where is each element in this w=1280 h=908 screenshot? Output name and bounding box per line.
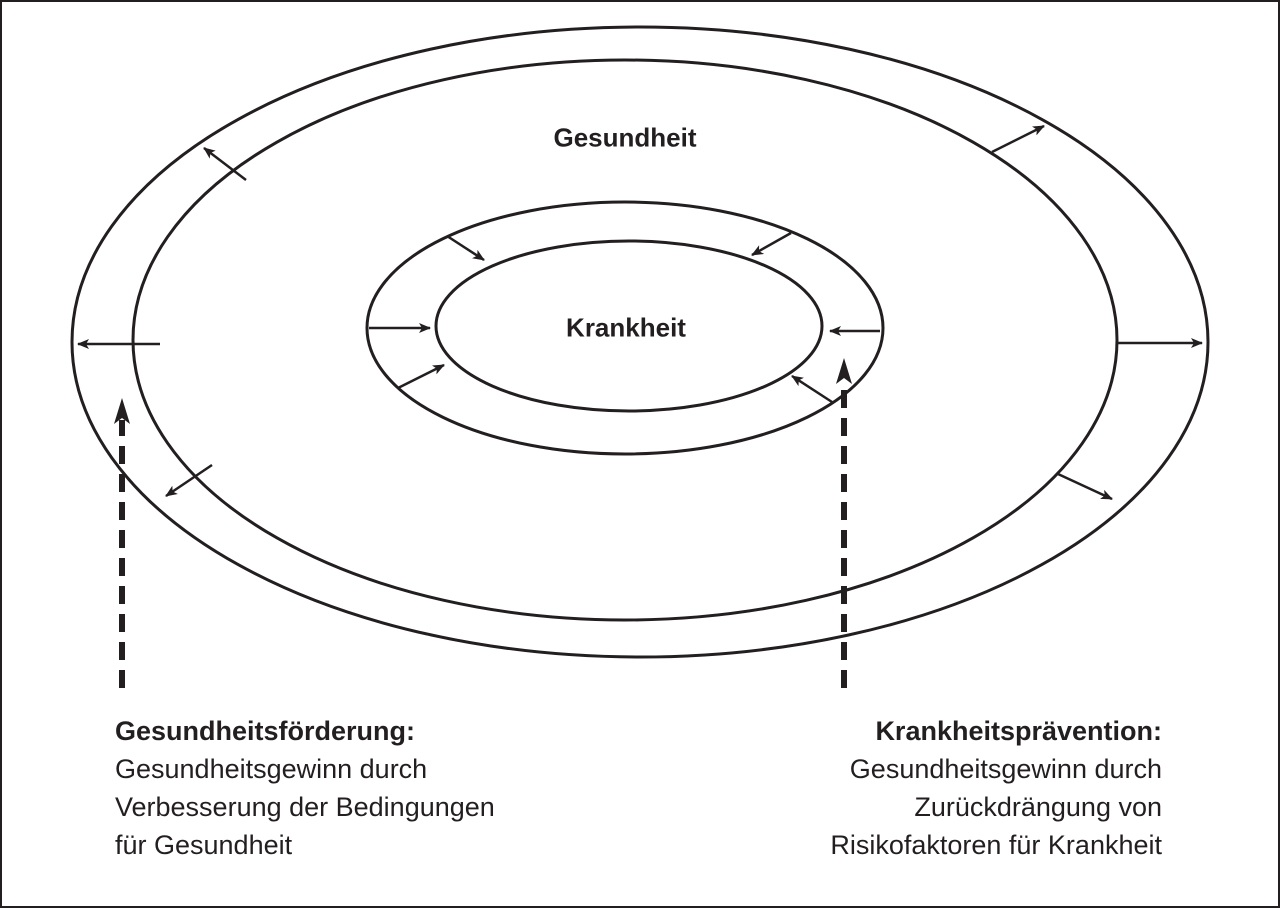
arrow-outward-upper-left [203,147,247,181]
caption-health-promotion: Gesundheitsförderung: Gesundheitsgewinn … [115,712,495,864]
disease-outer-ellipse [365,200,885,456]
arrow-outward-lower-right [1057,472,1113,501]
caption-disease-prevention: Krankheitsprävention: Gesundheitsgewinn … [830,712,1162,864]
disease-core-ellipse [434,239,824,413]
arrow-inward-upper-left [446,234,485,262]
arrow-inward-upper-right [751,231,792,257]
outward-arrows [77,124,1203,501]
arrow-inward-lower-right [791,374,833,404]
arrowhead-health-promotion [114,398,130,424]
arrow-outward-lower-left [165,463,213,498]
caption-health-promotion-line: Gesundheitsgewinn durch [115,754,428,784]
caption-health-promotion-line: für Gesundheit [115,830,293,860]
arrow-inward-lower-left [397,363,445,390]
caption-health-promotion-line: Verbesserung der Bedingungen [115,792,495,822]
caption-disease-prevention-title: Krankheitsprävention: [875,716,1162,746]
health-boundary-ellipse [131,58,1119,622]
caption-disease-prevention-line: Gesundheitsgewinn durch [849,754,1162,784]
disease-region-label: Krankheit [566,312,686,343]
caption-health-promotion-title: Gesundheitsförderung: [115,716,416,746]
inward-arrows [369,231,880,404]
arrow-outward-upper-right [991,124,1045,154]
health-region-label: Gesundheit [553,122,697,153]
caption-disease-prevention-line: Risikofaktoren für Krankheit [830,830,1162,860]
caption-disease-prevention-line: Zurückdrängung von [914,792,1162,822]
outer-health-ellipse [70,25,1210,659]
arrowhead-disease-prevention [836,358,852,384]
